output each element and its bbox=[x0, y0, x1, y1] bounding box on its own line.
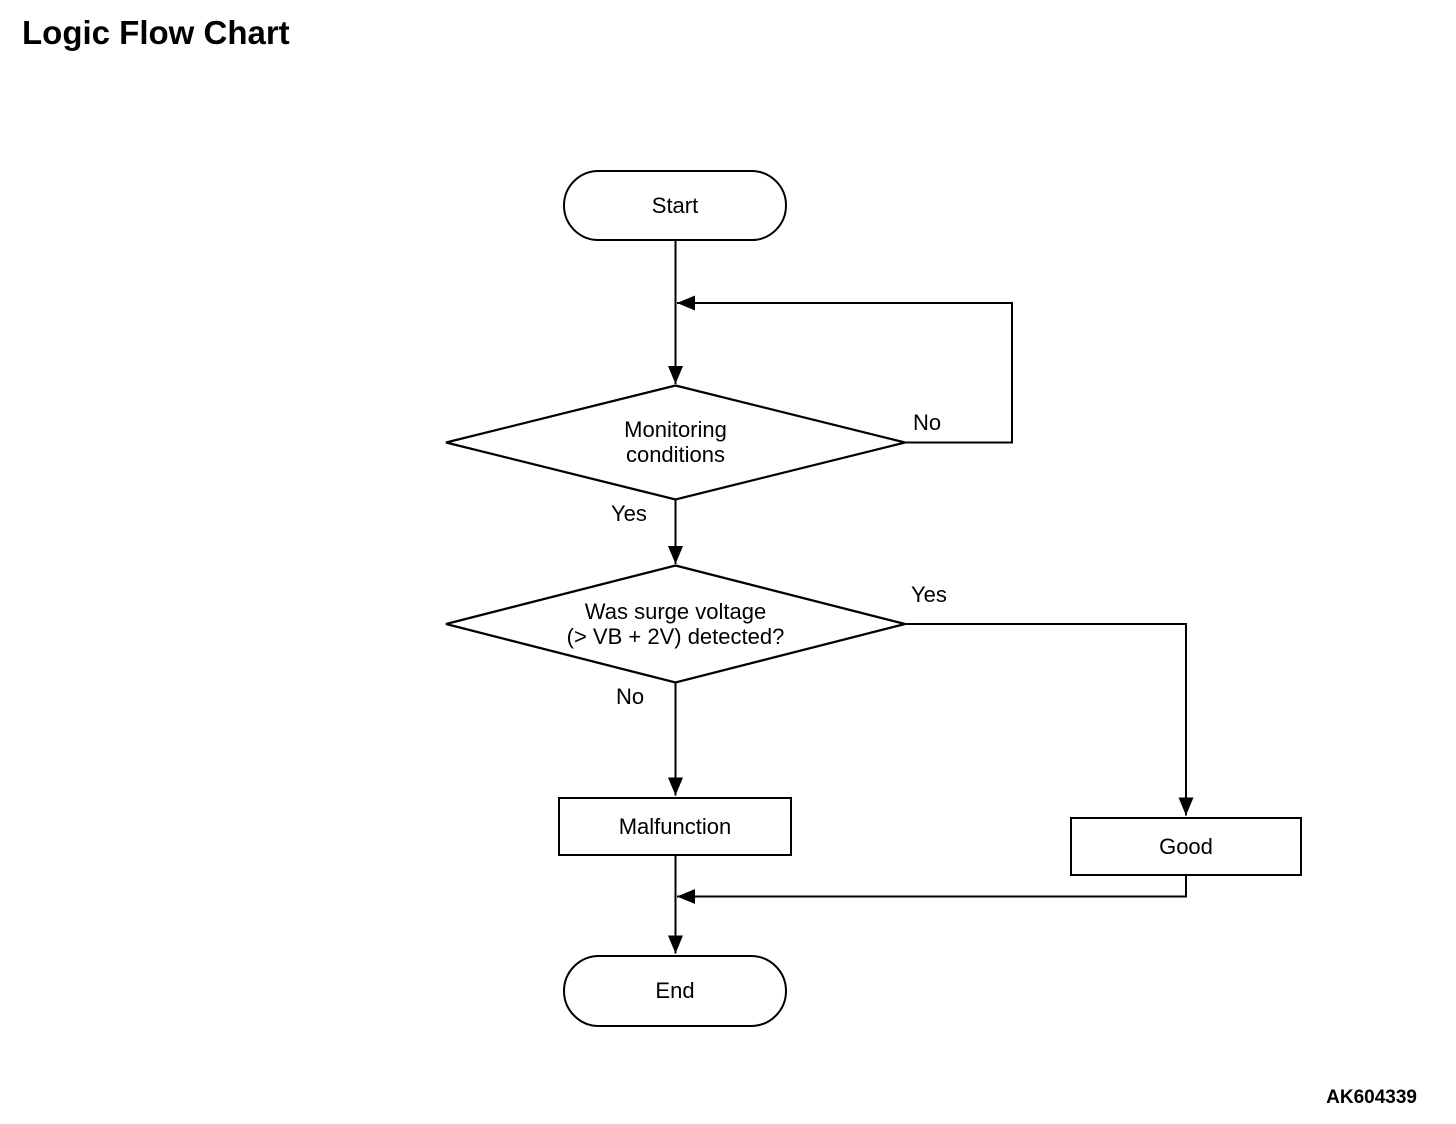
node-end: End bbox=[563, 955, 787, 1027]
node-malfunction-label: Malfunction bbox=[618, 813, 732, 839]
node-malfunction: Malfunction bbox=[558, 797, 792, 856]
page-title: Logic Flow Chart bbox=[22, 14, 290, 51]
edge-label-monitoring-yes: Yes bbox=[611, 501, 647, 526]
connector-monitoring-no-loop bbox=[677, 295, 1013, 444]
node-end-label: End bbox=[655, 978, 695, 1003]
edge-label-monitoring-no: No bbox=[913, 410, 942, 435]
connector-surge-yes-to-good bbox=[905, 623, 1194, 816]
node-good: Good bbox=[1070, 817, 1302, 876]
decision-surge-shape bbox=[445, 564, 906, 684]
node-surge-voltage-label: Was surge voltage (> VB + 2V) detected? bbox=[566, 599, 785, 649]
node-start-label: Start bbox=[651, 192, 699, 218]
node-monitoring-conditions-label: Monitoring conditions bbox=[624, 417, 727, 467]
decision-monitoring-shape bbox=[445, 384, 906, 501]
figure-id-label: AK604339 bbox=[1326, 1087, 1417, 1108]
node-good-label: Good bbox=[1159, 833, 1213, 859]
connector-good-to-end-junction bbox=[677, 876, 1187, 904]
edge-label-surge-no: No bbox=[616, 684, 645, 709]
node-start: Start bbox=[563, 170, 787, 241]
edge-label-surge-yes: Yes bbox=[911, 582, 947, 607]
